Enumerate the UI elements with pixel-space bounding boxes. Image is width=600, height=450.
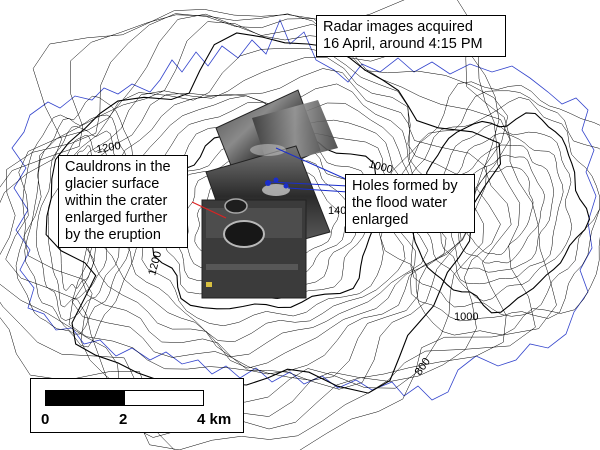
- holes-caption-line-2: the flood water: [352, 195, 448, 211]
- contour-label-1200-west: 1200: [146, 250, 164, 277]
- contour-line: [380, 81, 600, 336]
- contour-line: [15, 95, 148, 348]
- cauldron-pointer-line: [191, 201, 227, 219]
- scale-bar-segment-white: [124, 390, 204, 406]
- cauldrons-caption-line-4: enlarged further: [65, 210, 168, 226]
- cauldrons-caption-box: Cauldrons in the glacier surface within …: [58, 155, 188, 248]
- cauldrons-caption-line-2: glacier surface: [65, 176, 160, 192]
- scale-bar-segment-black: [45, 390, 125, 406]
- holes-pointer-line-2: [269, 181, 349, 187]
- holes-caption-line-3: enlarged: [352, 212, 409, 228]
- scale-label-4km: 4 km: [197, 411, 232, 428]
- contour-label-1200-north: 1200: [95, 140, 121, 156]
- cauldrons-caption-line-1: Cauldrons in the: [65, 159, 171, 175]
- contour-label-1000-east: 1000: [454, 311, 478, 323]
- contour-label-1400: 140: [328, 205, 346, 217]
- cauldrons-caption-line-3: within the crater: [65, 193, 168, 209]
- holes-caption-line-1: Holes formed by: [352, 178, 458, 194]
- contour-line: [0, 13, 512, 438]
- radar-image-mosaic: [201, 89, 338, 299]
- scale-label-2: 2: [119, 411, 128, 428]
- contour-line: [24, 114, 133, 335]
- contour-line: [0, 0, 557, 450]
- contour-line: [36, 126, 121, 321]
- radar-caption-line-1: Radar images acquired: [323, 19, 473, 35]
- holes-pointer-line-1: [275, 147, 349, 181]
- contour-label-800: 800: [413, 356, 433, 378]
- holes-pointer-line-3: [287, 187, 349, 193]
- holes-caption-box: Holes formed by the flood water enlarged: [345, 174, 475, 233]
- radar-caption-box: Radar images acquired 16 April, around 4…: [316, 15, 506, 57]
- radar-caption-line-2: 16 April, around 4:15 PM: [323, 36, 483, 52]
- scale-label-0: 0: [41, 411, 50, 428]
- cauldrons-caption-line-5: by the eruption: [65, 227, 161, 243]
- contour-line: [47, 135, 112, 308]
- scale-bar: 0 2 4 km: [30, 378, 244, 433]
